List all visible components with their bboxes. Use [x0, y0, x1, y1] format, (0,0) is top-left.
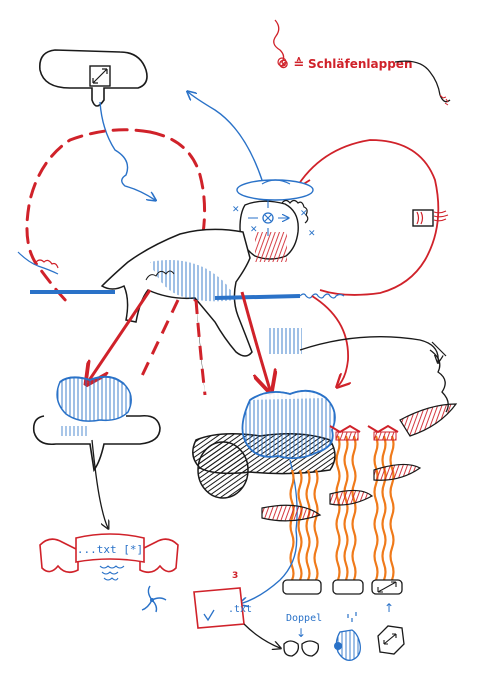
orange-columns	[289, 424, 399, 581]
center-cloud-group	[192, 389, 336, 531]
legend-word: Schläfenlappen	[308, 57, 412, 71]
hatch-region-1	[268, 328, 302, 354]
horizon-line-blue	[30, 290, 301, 300]
central-figure: ✕ ✕ ✕ ✕	[100, 179, 316, 357]
svg-text:✕: ✕	[250, 225, 258, 235]
left-lower-bubble	[32, 375, 161, 528]
doppel-label: Doppel	[286, 613, 322, 624]
red-dashed-loop-left	[25, 128, 152, 307]
red-loop-right	[294, 139, 440, 296]
red-dashed-arrow-3	[194, 299, 207, 396]
banner-text: ...txt [*]	[77, 543, 143, 556]
page-text: .txt	[228, 604, 252, 615]
arrow-down-glyph: ↓	[296, 626, 306, 640]
resize-icon	[89, 65, 111, 87]
red-arrow-4	[240, 291, 270, 390]
blue-flow-arrow-2	[188, 92, 263, 181]
svg-text:✕: ✕	[232, 205, 240, 215]
banner: ...txt [*]	[39, 533, 179, 581]
svg-text:✕: ✕	[300, 209, 308, 219]
legend: ⊗ ≙ Schläfenlappen	[273, 19, 451, 106]
top-left-bubble	[38, 49, 148, 107]
black-arrow-1	[299, 336, 438, 362]
red-arrow-5	[311, 295, 348, 386]
page-number: 3	[232, 571, 238, 581]
red-dashed-arrow-2	[138, 299, 180, 381]
text-page: .txt 3	[193, 571, 280, 648]
temporal-lobe-marker	[262, 212, 274, 224]
svg-text:✕: ✕	[308, 229, 316, 239]
legend-symbol: ⊗ ≙	[278, 57, 304, 72]
blue-flow-arrow-3	[240, 529, 298, 604]
doppel-shapes	[283, 640, 320, 657]
arrow-up-glyph: ↑	[384, 601, 394, 615]
cube-icon	[377, 625, 405, 655]
column-bases	[282, 579, 403, 595]
spiral-icon	[141, 585, 167, 613]
vase-icon	[334, 612, 361, 661]
blue-flow-arrow-1	[99, 101, 155, 200]
red-arrow-1	[88, 289, 152, 382]
